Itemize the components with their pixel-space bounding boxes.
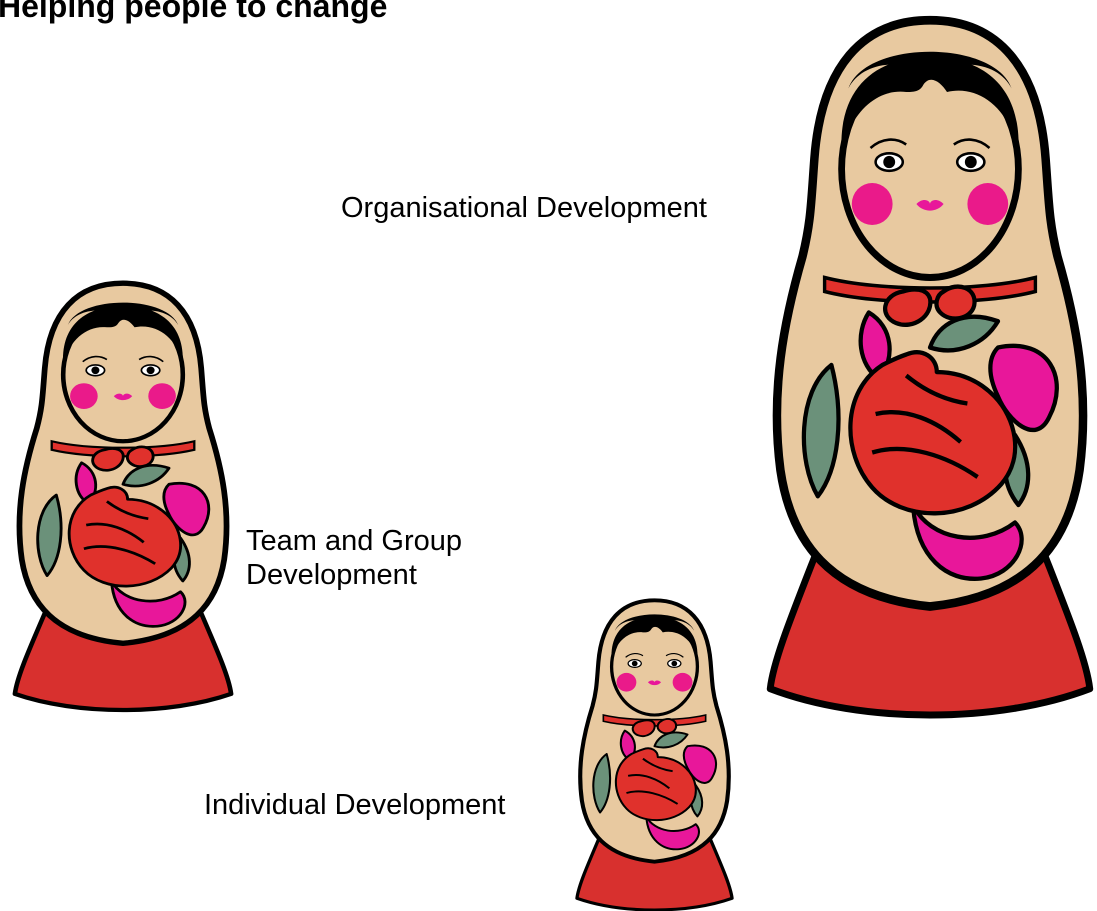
doll-cheek-right (967, 183, 1008, 225)
doll-cheek-right (148, 383, 176, 409)
doll-cheek-left (617, 673, 637, 692)
organisational-development-label-line-1: Organisational Development (341, 192, 707, 224)
team-and-group-development-label: Team and Group Development (246, 524, 462, 592)
doll-graphic (770, 20, 1090, 715)
page-title: Helping people to change (0, 0, 387, 25)
team-and-group-development-label-line-2: Development (246, 558, 462, 592)
individual-development-label: Individual Development (204, 788, 505, 822)
doll-cheek-left (70, 383, 98, 409)
team-and-group-development-label-line-1: Team and Group (246, 524, 462, 558)
doll-graphic (15, 283, 231, 710)
individual-development-label-line-1: Individual Development (204, 789, 505, 821)
medium-matryoshka-doll-image (8, 280, 238, 710)
doll-cheek-left (852, 183, 893, 225)
large-matryoshka-doll-image (760, 15, 1097, 715)
organisational-development-label: Organisational Development (341, 191, 707, 225)
doll-cheek-right (673, 673, 693, 692)
doll-graphic (577, 600, 732, 910)
small-matryoshka-doll-image (572, 598, 737, 910)
